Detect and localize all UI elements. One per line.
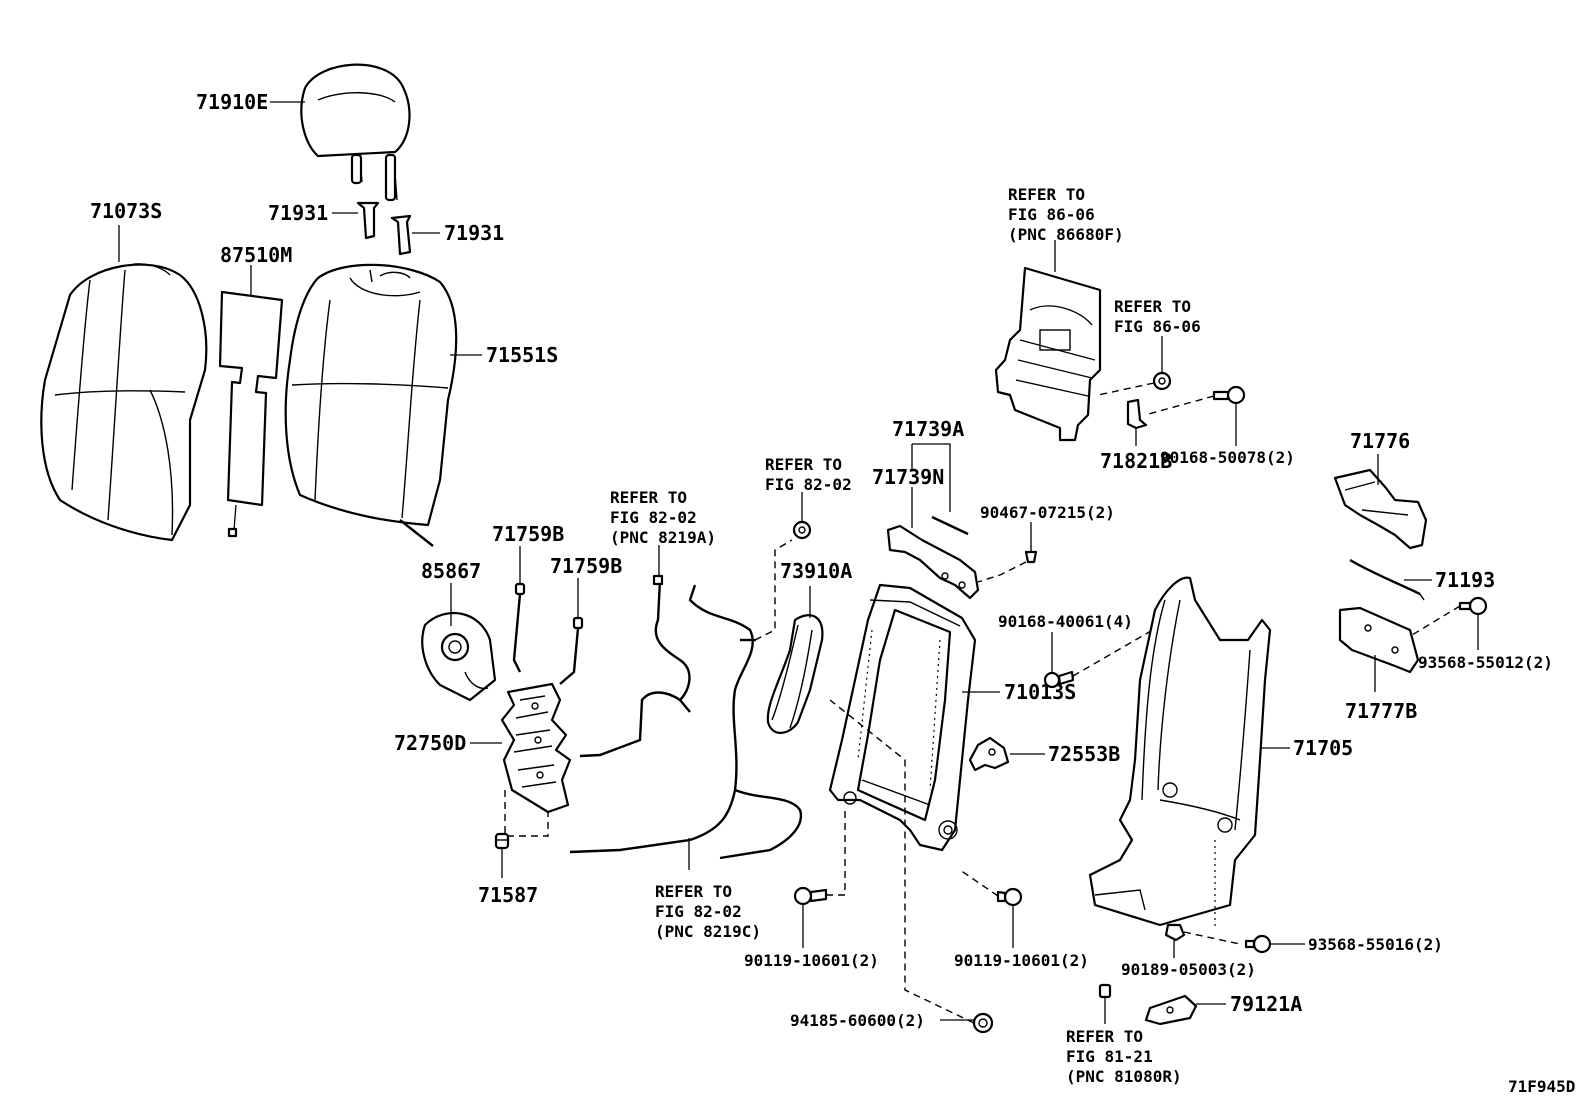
clip-71587-drawing[interactable] <box>494 832 510 850</box>
wire-harness-upper[interactable] <box>579 574 691 758</box>
trim-71776-drawing[interactable] <box>1333 468 1428 550</box>
bolt-90119-left-drawing[interactable] <box>793 886 828 906</box>
label-71705: 71705 <box>1293 736 1353 760</box>
label-93568-55016: 93568-55016(2) <box>1308 935 1443 954</box>
part-79121A-drawing[interactable] <box>1144 994 1198 1026</box>
label-71739A: 71739A <box>892 417 964 441</box>
label-71931-left: 71931 <box>268 201 328 225</box>
svg-text:(PNC 8219A): (PNC 8219A) <box>610 528 716 547</box>
rod-71739A-drawing[interactable] <box>931 515 969 536</box>
lumbar-support-drawing[interactable] <box>500 593 580 814</box>
bolt-90119-right-drawing[interactable] <box>996 887 1023 907</box>
screw-93568-55012-drawing[interactable] <box>1458 596 1488 616</box>
clip-90467-drawing[interactable] <box>1024 545 1038 564</box>
label-90168-50078: 90168-50078(2) <box>1160 448 1295 467</box>
svg-text:FIG 82-02: FIG 82-02 <box>610 508 697 527</box>
seat-ecu-drawing[interactable] <box>994 266 1102 442</box>
label-94185-60600: 94185-60600(2) <box>790 1011 925 1030</box>
headrest-guide-right[interactable] <box>390 214 412 256</box>
label-71073S: 71073S <box>90 199 162 223</box>
ref-fig86-06[interactable]: REFER TO FIG 86-06 <box>1114 297 1201 336</box>
svg-text:FIG 82-02: FIG 82-02 <box>655 902 742 921</box>
wire-harness-lower[interactable] <box>569 584 803 860</box>
bracket-72553B-drawing[interactable] <box>968 736 1010 772</box>
label-71759B-left: 71759B <box>492 522 564 546</box>
clip-fig81-21-drawing[interactable] <box>1098 983 1112 999</box>
clip-71759B-right[interactable] <box>572 616 584 630</box>
seatback-frame-drawing[interactable] <box>828 583 977 852</box>
label-90168-40061: 90168-40061(4) <box>998 612 1133 631</box>
svg-text:FIG 86-06: FIG 86-06 <box>1114 317 1201 336</box>
svg-text:REFER TO: REFER TO <box>655 882 732 901</box>
label-71759B-right: 71759B <box>550 554 622 578</box>
svg-text:FIG 82-02: FIG 82-02 <box>765 475 852 494</box>
svg-text:FIG 86-06: FIG 86-06 <box>1008 205 1095 224</box>
label-87510M: 87510M <box>220 243 292 267</box>
bolt-90168-50078-drawing[interactable] <box>1212 385 1246 405</box>
label-90119-10601-left: 90119-10601(2) <box>744 951 879 970</box>
diagram-code: 71F945D <box>1508 1077 1575 1096</box>
label-71739N: 71739N <box>872 465 944 489</box>
svg-text:(PNC 86680F): (PNC 86680F) <box>1008 225 1124 244</box>
label-71777B: 71777B <box>1345 699 1417 723</box>
seatback-board-drawing[interactable] <box>1088 576 1272 930</box>
label-72750D: 72750D <box>394 731 466 755</box>
headrest-drawing[interactable] <box>300 63 411 202</box>
label-73910A: 73910A <box>780 559 852 583</box>
clip-90189-drawing[interactable] <box>1164 923 1186 942</box>
label-71910E: 71910E <box>196 90 268 114</box>
label-71013S: 71013S <box>1004 680 1076 704</box>
label-71193: 71193 <box>1435 568 1495 592</box>
module-85867-drawing[interactable] <box>421 611 497 702</box>
side-airbag-drawing[interactable] <box>766 614 824 734</box>
ref-fig82-02-pnc8219C[interactable]: REFER TO FIG 82-02 (PNC 8219C) <box>655 882 761 941</box>
bracket-71739N-drawing[interactable] <box>886 524 980 600</box>
svg-text:(PNC 81080R): (PNC 81080R) <box>1066 1067 1182 1086</box>
ref-fig81-21-pnc81080R[interactable]: REFER TO FIG 81-21 (PNC 81080R) <box>1066 1027 1182 1086</box>
label-71551S: 71551S <box>486 343 558 367</box>
svg-text:REFER TO: REFER TO <box>1008 185 1085 204</box>
svg-text:FIG 81-21: FIG 81-21 <box>1066 1047 1153 1066</box>
seatback-pad-drawing[interactable] <box>284 263 458 547</box>
seatback-cover-drawing[interactable] <box>40 263 208 542</box>
clip-71759B-left[interactable] <box>514 582 526 596</box>
screw-93568-55016-drawing[interactable] <box>1244 934 1272 954</box>
nut-94185-drawing[interactable] <box>972 1012 994 1034</box>
label-90189-05003: 90189-05003(2) <box>1121 960 1256 979</box>
airbag-nut-drawing[interactable] <box>792 520 812 540</box>
seat-heater-pad-drawing[interactable] <box>218 290 284 538</box>
ref-fig82-02-pnc8219A[interactable]: REFER TO FIG 82-02 (PNC 8219A) <box>610 488 716 547</box>
label-71931-right: 71931 <box>444 221 504 245</box>
label-71821B: 71821B <box>1100 449 1172 473</box>
svg-text:(PNC 8219C): (PNC 8219C) <box>655 922 761 941</box>
strip-71193-drawing[interactable] <box>1349 558 1425 601</box>
label-90467-07215: 90467-07215(2) <box>980 503 1115 522</box>
bracket-71821B-drawing[interactable] <box>1126 398 1148 430</box>
trim-71777B-drawing[interactable] <box>1338 606 1420 674</box>
label-93568-55012: 93568-55012(2) <box>1418 653 1553 672</box>
label-85867: 85867 <box>421 559 481 583</box>
label-79121A: 79121A <box>1230 992 1302 1016</box>
headrest-guide-left[interactable] <box>356 201 380 240</box>
svg-text:REFER TO: REFER TO <box>1066 1027 1143 1046</box>
label-71587: 71587 <box>478 883 538 907</box>
label-90119-10601-right: 90119-10601(2) <box>954 951 1089 970</box>
svg-text:REFER TO: REFER TO <box>610 488 687 507</box>
svg-text:REFER TO: REFER TO <box>765 455 842 474</box>
label-72553B: 72553B <box>1048 742 1120 766</box>
ref-fig82-02[interactable]: REFER TO FIG 82-02 <box>765 455 852 494</box>
svg-text:REFER TO: REFER TO <box>1114 297 1191 316</box>
ref-fig86-06-pnc86680F[interactable]: REFER TO FIG 86-06 (PNC 86680F) <box>1008 185 1124 244</box>
label-71776: 71776 <box>1350 429 1410 453</box>
nut-fig86-06-drawing[interactable] <box>1152 371 1172 391</box>
